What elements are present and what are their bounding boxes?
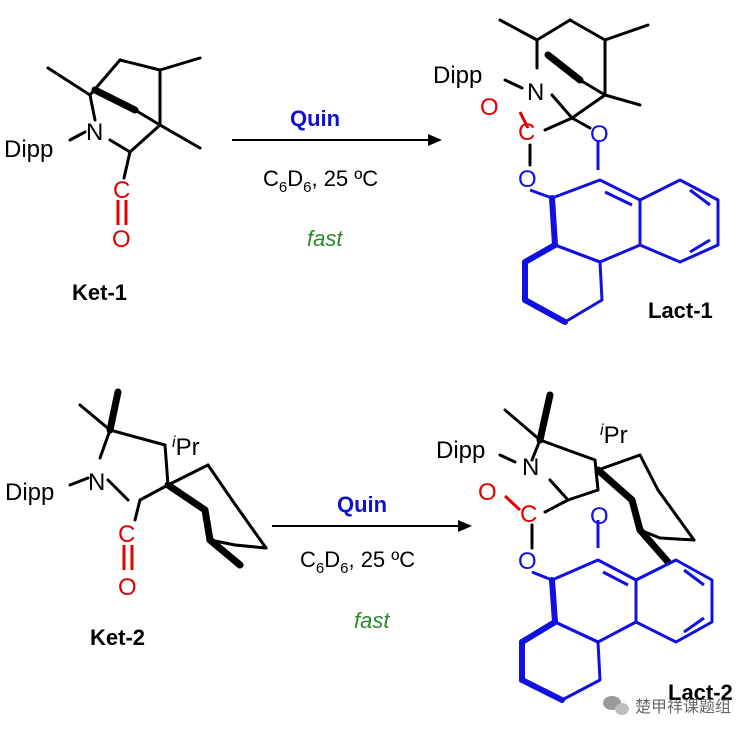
lact-2-ipr-text: Pr bbox=[604, 422, 628, 449]
watermark-text: 楚甲祥课题组 bbox=[635, 697, 731, 716]
reaction-2: Dipp N C O iPr Ket-2 Quin C6D6, 25 ºC fa… bbox=[5, 388, 733, 705]
ket-2-o-atom: O bbox=[118, 574, 137, 601]
solvent-c-1: C bbox=[263, 166, 279, 191]
lact-2-o-ring-2: O bbox=[518, 548, 537, 575]
wechat-icon bbox=[603, 696, 629, 715]
rate-2: fast bbox=[354, 608, 390, 633]
lact-2-o-carbonyl: O bbox=[478, 479, 497, 506]
lact-1-n-atom: N bbox=[527, 79, 544, 106]
lact-2-structure: Dipp N O C O O iPr bbox=[436, 391, 714, 703]
ket-2-n-atom: N bbox=[88, 469, 105, 496]
watermark: 楚甲祥课题组 bbox=[603, 696, 731, 716]
lact-1-structure: Dipp N O C O O bbox=[433, 18, 720, 325]
solvent-d-2: D bbox=[324, 547, 340, 572]
lact-1-dipp-label: Dipp bbox=[433, 62, 482, 89]
lact-2-dipp-label: Dipp bbox=[436, 437, 485, 464]
ket-2-label: Ket-2 bbox=[90, 625, 145, 650]
temperature-2: , 25 ºC bbox=[348, 547, 415, 572]
ket-2-c-atom: C bbox=[118, 521, 135, 548]
lact-2-n-atom: N bbox=[522, 454, 539, 481]
ket-1-structure: Dipp N C O bbox=[4, 56, 202, 253]
reagent-2: Quin bbox=[337, 492, 387, 517]
lact-1-o-carbonyl: O bbox=[480, 94, 499, 121]
lact-1-c-atom: C bbox=[518, 119, 535, 146]
lact-2-ipr-sup: i bbox=[600, 422, 604, 439]
ket-2-dipp-label: Dipp bbox=[5, 479, 54, 506]
ket-1-label: Ket-1 bbox=[72, 280, 127, 305]
solvent-d-1: D bbox=[287, 166, 303, 191]
conditions-1: C6D6, 25 ºC bbox=[263, 166, 378, 196]
solvent-sub-a-2: 6 bbox=[316, 560, 324, 577]
ket-1-dipp-label: Dipp bbox=[4, 136, 53, 163]
ket-2-structure: Dipp N C O iPr bbox=[5, 388, 268, 601]
temperature-1: , 25 ºC bbox=[311, 166, 378, 191]
ket-1-o-atom: O bbox=[112, 226, 131, 253]
lact-2-ipr: iPr bbox=[600, 422, 628, 449]
reaction-1: Dipp N C O Ket-1 Quin C6D6, 25 ºC fast bbox=[4, 18, 720, 325]
conditions-2: C6D6, 25 ºC bbox=[300, 547, 415, 577]
lact-2-o-ring-1: O bbox=[590, 503, 609, 530]
rate-1: fast bbox=[307, 226, 343, 251]
lact-2-label: Lact-2 bbox=[668, 680, 733, 705]
ket-1-n-atom: N bbox=[86, 119, 103, 146]
ket-1-c-atom: C bbox=[113, 177, 130, 204]
solvent-sub-b-2: 6 bbox=[340, 560, 348, 577]
reagent-1: Quin bbox=[290, 106, 340, 131]
ket-2-ipr: iPr bbox=[172, 434, 200, 461]
reaction-arrow-2 bbox=[272, 520, 472, 532]
lact-2-c-atom: C bbox=[520, 501, 537, 528]
reaction-arrow-1 bbox=[232, 134, 442, 146]
ket-2-ipr-text: Pr bbox=[176, 434, 200, 461]
lact-1-o-ring-1: O bbox=[590, 121, 609, 148]
solvent-sub-a-1: 6 bbox=[279, 179, 287, 196]
solvent-c-2: C bbox=[300, 547, 316, 572]
lact-1-label: Lact-1 bbox=[648, 298, 713, 323]
solvent-sub-b-1: 6 bbox=[303, 179, 311, 196]
ket-2-ipr-sup: i bbox=[172, 434, 176, 451]
lact-1-o-ring-2: O bbox=[518, 166, 537, 193]
